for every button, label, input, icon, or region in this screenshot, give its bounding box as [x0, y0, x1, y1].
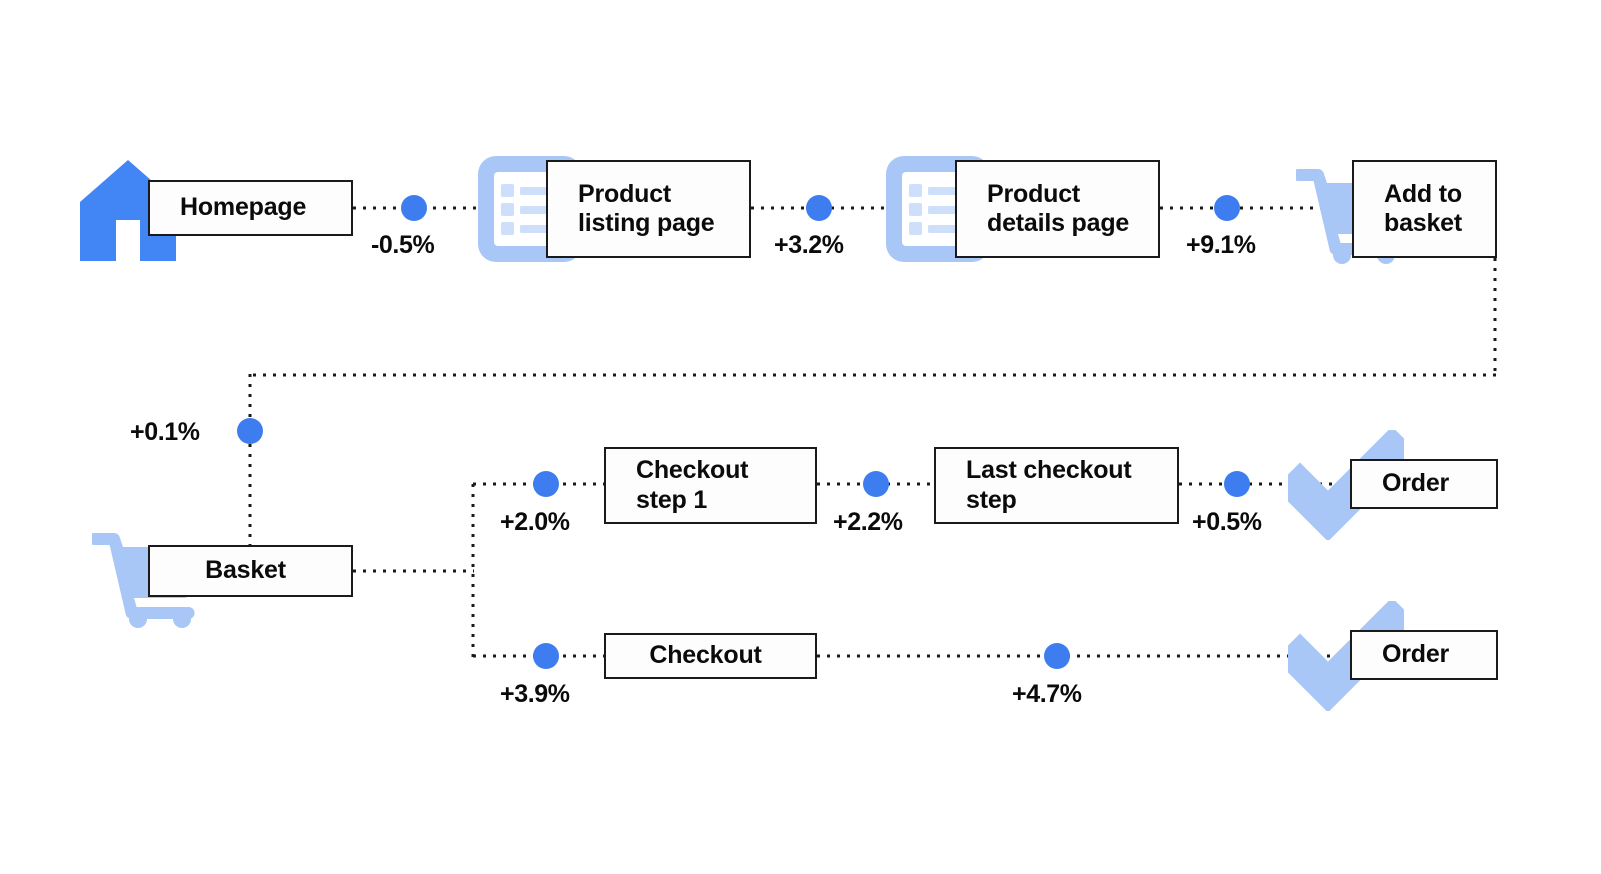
node-product-details-page-label: Product details page — [987, 179, 1130, 238]
transition-value-checkout-to-order-bottom: +4.7% — [1012, 680, 1082, 708]
node-order-top[interactable]: Order — [1350, 459, 1498, 509]
node-checkout[interactable]: Checkout — [604, 633, 817, 679]
transition-dot-listing-to-details[interactable] — [806, 195, 832, 221]
transition-dot-basket-to-checkout[interactable] — [533, 643, 559, 669]
transition-dot-step1-to-last-step[interactable] — [863, 471, 889, 497]
transition-dot-homepage-to-listing[interactable] — [401, 195, 427, 221]
node-add-to-basket[interactable]: Add to basket — [1352, 160, 1497, 258]
node-order-top-label: Order — [1382, 469, 1450, 498]
transition-dot-last-step-to-order-top[interactable] — [1224, 471, 1250, 497]
node-last-checkout-step[interactable]: Last checkout step — [934, 447, 1179, 524]
transition-value-listing-to-details: +3.2% — [774, 231, 844, 259]
node-homepage[interactable]: Homepage — [148, 180, 353, 236]
transition-value-basket-to-checkout: +3.9% — [500, 680, 570, 708]
transition-value-last-step-to-order-top: +0.5% — [1192, 508, 1262, 536]
node-order-bottom-label: Order — [1382, 640, 1450, 669]
transition-value-homepage-to-listing: -0.5% — [371, 231, 435, 259]
transition-value-details-to-addtobasket: +9.1% — [1186, 231, 1256, 259]
node-product-listing-page-label: Product listing page — [578, 179, 715, 238]
node-product-details-page[interactable]: Product details page — [955, 160, 1160, 258]
node-last-checkout-step-label: Last checkout step — [966, 456, 1132, 514]
node-checkout-step-1-label: Checkout step 1 — [636, 456, 749, 514]
node-checkout-step-1[interactable]: Checkout step 1 — [604, 447, 817, 524]
node-product-listing-page[interactable]: Product listing page — [546, 160, 751, 258]
transition-value-step1-to-last-step: +2.2% — [833, 508, 903, 536]
node-checkout-label: Checkout — [649, 641, 762, 670]
node-basket-label: Basket — [205, 556, 286, 585]
node-add-to-basket-label: Add to basket — [1384, 179, 1463, 238]
transition-dot-basket-to-checkout-step-1[interactable] — [533, 471, 559, 497]
transition-dot-checkout-to-order-bottom[interactable] — [1044, 643, 1070, 669]
transition-value-basket-to-checkout-step-1: +2.0% — [500, 508, 570, 536]
node-basket[interactable]: Basket — [148, 545, 353, 597]
transition-value-addtobasket-to-basket: +0.1% — [130, 418, 200, 446]
node-order-bottom[interactable]: Order — [1350, 630, 1498, 680]
node-homepage-label: Homepage — [180, 193, 307, 222]
transition-dot-addtobasket-to-basket[interactable] — [237, 418, 263, 444]
transition-dot-details-to-addtobasket[interactable] — [1214, 195, 1240, 221]
